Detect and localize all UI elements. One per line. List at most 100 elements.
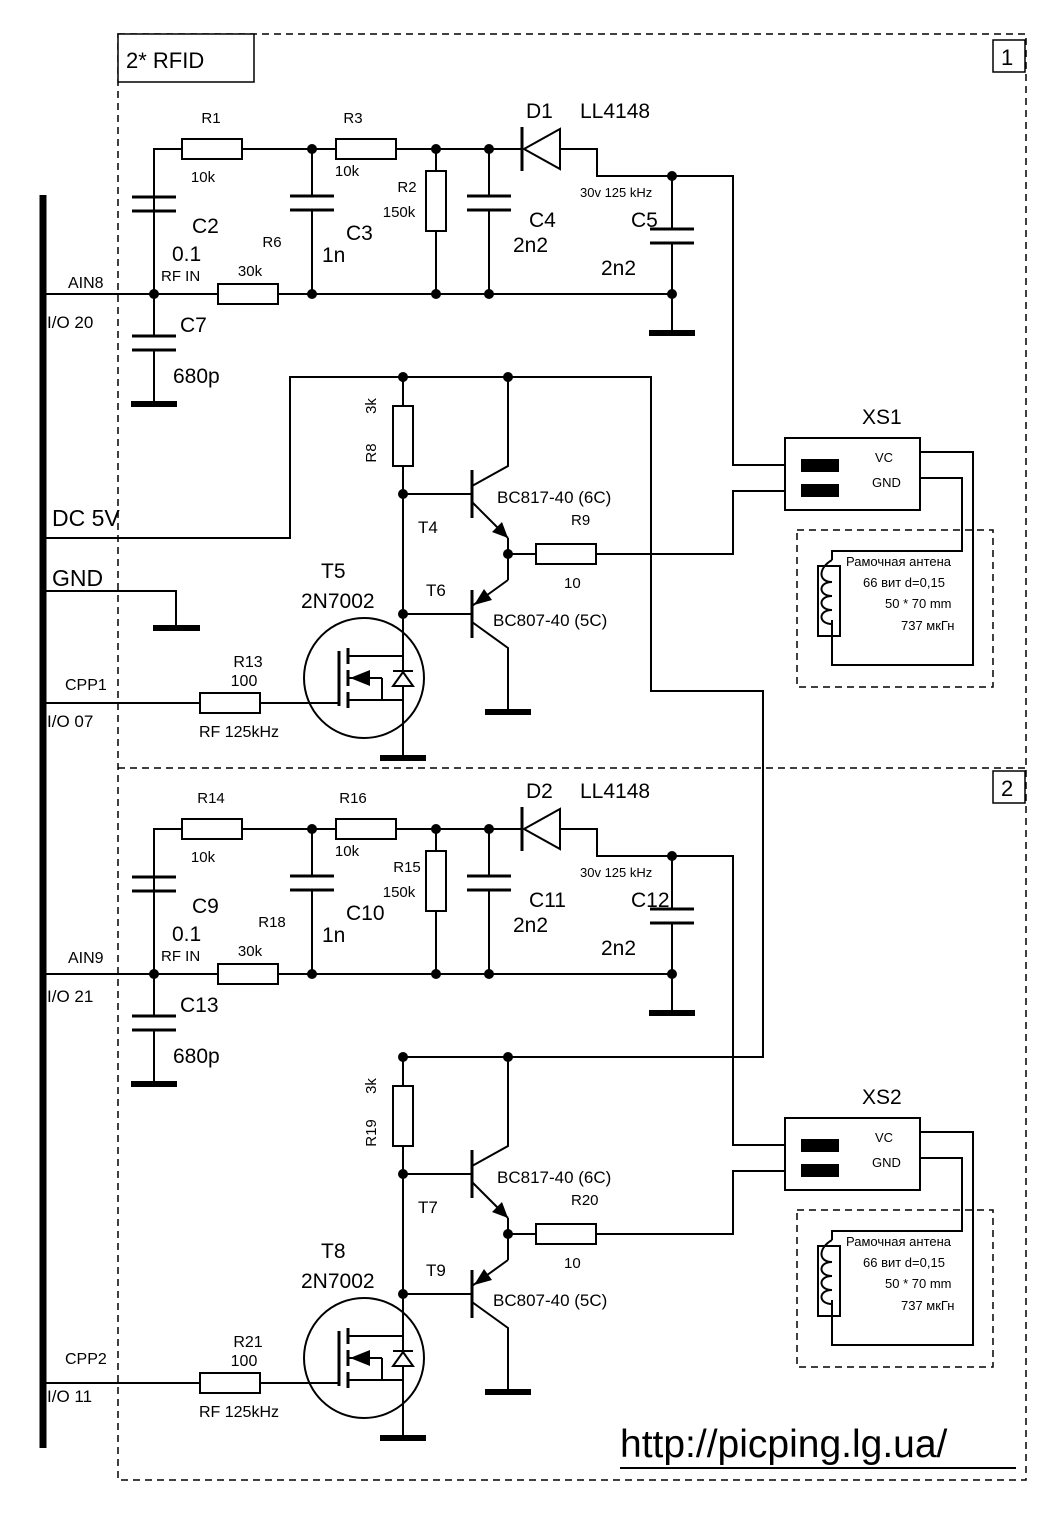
r13-resistor — [199, 1372, 261, 1394]
t4-label: T4 — [418, 518, 438, 537]
xs-pin-vc — [801, 459, 839, 472]
t5-arrow — [350, 1350, 370, 1366]
antenna-label-3: 50 * 70 mm — [885, 596, 951, 611]
t5-label: T5 — [321, 560, 346, 583]
freq-label: 30v 125 kHz — [580, 865, 652, 880]
rf-in-label: RF IN — [161, 268, 200, 285]
node-r2-bottom — [431, 969, 441, 979]
t6-value: BC807-40 (5C) — [493, 1291, 607, 1310]
r1-label: R1 — [201, 110, 220, 127]
c5-label: C12 — [631, 889, 670, 912]
antenna-box — [796, 1209, 994, 1368]
r8-value: 3k — [363, 1078, 380, 1094]
t5-arrow — [350, 670, 370, 686]
c2-upper-lead — [153, 828, 182, 891]
c3-label: C10 — [346, 902, 385, 925]
cpp2-label: CPP2 — [65, 1351, 107, 1368]
gnd-wire — [43, 590, 177, 628]
r13-label: R13 — [233, 654, 262, 671]
c2-label: C2 — [192, 215, 219, 238]
t6-value: BC807-40 (5C) — [493, 611, 607, 630]
c4-label: C4 — [529, 209, 556, 232]
r3-label: R3 — [343, 110, 362, 127]
r1-value: 10k — [191, 169, 216, 186]
antenna-wire-a — [831, 1131, 974, 1346]
t5-value: 2N7002 — [301, 590, 375, 613]
d1-diode — [521, 807, 561, 851]
dc5v-label: DC 5V — [52, 505, 120, 531]
t4-emitter-arrow — [492, 522, 508, 538]
r2-resistor — [425, 170, 447, 232]
antenna-box — [796, 529, 994, 688]
t4-label: T7 — [418, 1198, 438, 1217]
d1-diode — [521, 127, 561, 171]
r9-value: 10 — [564, 1255, 581, 1272]
gnd-label: GND — [52, 565, 103, 591]
antenna-wire-b — [831, 1157, 963, 1240]
antenna-label-4: 737 мкГн — [901, 618, 954, 633]
channel-2-number: 2 — [1001, 776, 1013, 801]
r2-value: 150k — [383, 884, 416, 901]
antenna-wire-a — [831, 451, 974, 666]
r8-resistor — [392, 405, 414, 467]
site-url[interactable]: http://picping.lg.ua/ — [620, 1423, 948, 1466]
c5-label: C5 — [631, 209, 658, 232]
r13-value: 100 — [231, 1353, 258, 1370]
r13-note: RF 125kHz — [199, 1404, 279, 1421]
c3-label: C3 — [346, 222, 373, 245]
d1-value: LL4148 — [580, 780, 650, 803]
r9-label: R9 — [571, 512, 590, 529]
t4-value: BC817-40 (6C) — [497, 488, 611, 507]
r9-value: 10 — [564, 575, 581, 592]
xs-connector — [784, 1117, 921, 1191]
io07-label: I/O 07 — [47, 712, 93, 731]
r9-to-xs-gnd — [596, 490, 785, 555]
antenna-label-1: Рамочная антена — [846, 554, 952, 569]
xs-connector — [784, 437, 921, 511]
t6-emitter-arrow — [474, 1269, 492, 1285]
r9-resistor — [535, 1223, 597, 1245]
c3-value: 1n — [322, 924, 345, 947]
c2-label: C9 — [192, 895, 219, 918]
r1-label: R14 — [197, 790, 225, 807]
node-c5-mid — [667, 969, 677, 979]
r6-label: R18 — [258, 914, 286, 931]
xs-pin-gnd — [801, 1164, 839, 1177]
d1-label: D1 — [526, 100, 553, 123]
t4-collector — [471, 1057, 509, 1167]
t5-value: 2N7002 — [301, 1270, 375, 1293]
io11-label: I/O 11 — [47, 1387, 92, 1406]
ain8-label: AIN8 — [68, 275, 104, 292]
node-c4-bottom — [484, 289, 494, 299]
t6-label: T9 — [426, 1261, 446, 1280]
board-outline — [117, 33, 1027, 1481]
t4-value: BC817-40 (6C) — [497, 1168, 611, 1187]
r2-value: 150k — [383, 204, 416, 221]
c7-label: C7 — [180, 314, 207, 337]
r8-resistor — [392, 1085, 414, 1147]
t5-mosfet-body — [303, 1297, 425, 1419]
r8-label: R8 — [363, 443, 380, 462]
d1-value: LL4148 — [580, 100, 650, 123]
antenna-label-2: 66 вит d=0,15 — [863, 575, 945, 590]
antenna-wire-b — [831, 477, 963, 560]
antenna-label-2: 66 вит d=0,15 — [863, 1255, 945, 1270]
coil-core — [817, 1245, 841, 1317]
c7-value: 680p — [173, 1045, 220, 1068]
coil-core — [817, 565, 841, 637]
r8-value: 3k — [363, 398, 380, 414]
dc5v-wire — [43, 376, 764, 1087]
r9-label: R20 — [571, 1192, 599, 1209]
t6-emitter-arrow — [474, 589, 492, 605]
r3-value: 10k — [335, 163, 360, 180]
cpp1-label: CPP1 — [65, 677, 107, 694]
r13-note: RF 125kHz — [199, 724, 279, 741]
c4-label: C11 — [529, 889, 566, 912]
xs-label: XS1 — [862, 406, 902, 429]
node-c4-bottom — [484, 969, 494, 979]
t4-collector — [471, 377, 509, 487]
c7-label: C13 — [180, 994, 219, 1017]
t5-body-diode — [391, 1350, 415, 1367]
